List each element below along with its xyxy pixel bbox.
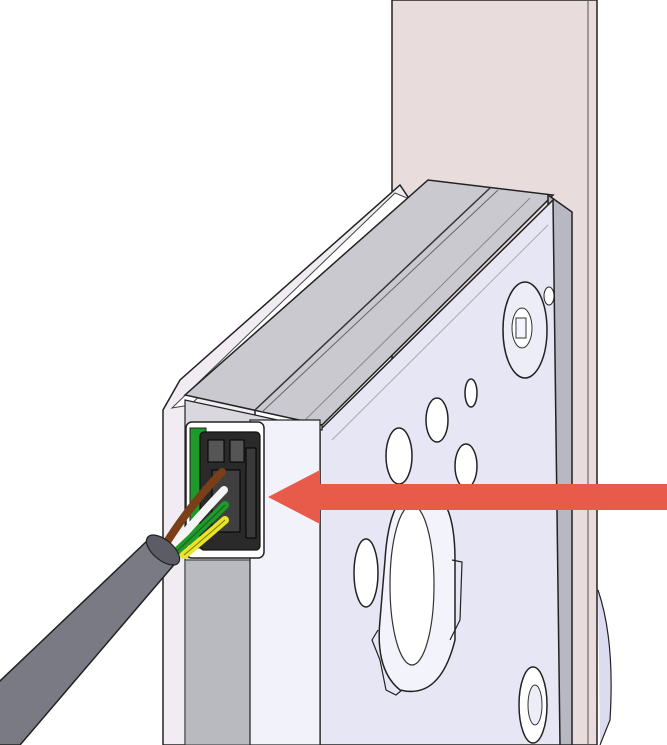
cable — [0, 534, 181, 745]
hole-4 — [454, 443, 478, 489]
housing-top — [183, 179, 555, 426]
cylinder-bore — [371, 488, 463, 696]
wire-brown — [161, 468, 226, 549]
hole-1 — [425, 397, 449, 443]
hole-3 — [385, 427, 413, 485]
arrow-indicator — [268, 470, 667, 524]
small-hole — [543, 286, 555, 306]
wires — [161, 468, 229, 559]
front-features — [353, 281, 612, 745]
wire-white — [168, 486, 228, 552]
hole-2 — [464, 378, 478, 408]
hole-5 — [353, 538, 379, 608]
